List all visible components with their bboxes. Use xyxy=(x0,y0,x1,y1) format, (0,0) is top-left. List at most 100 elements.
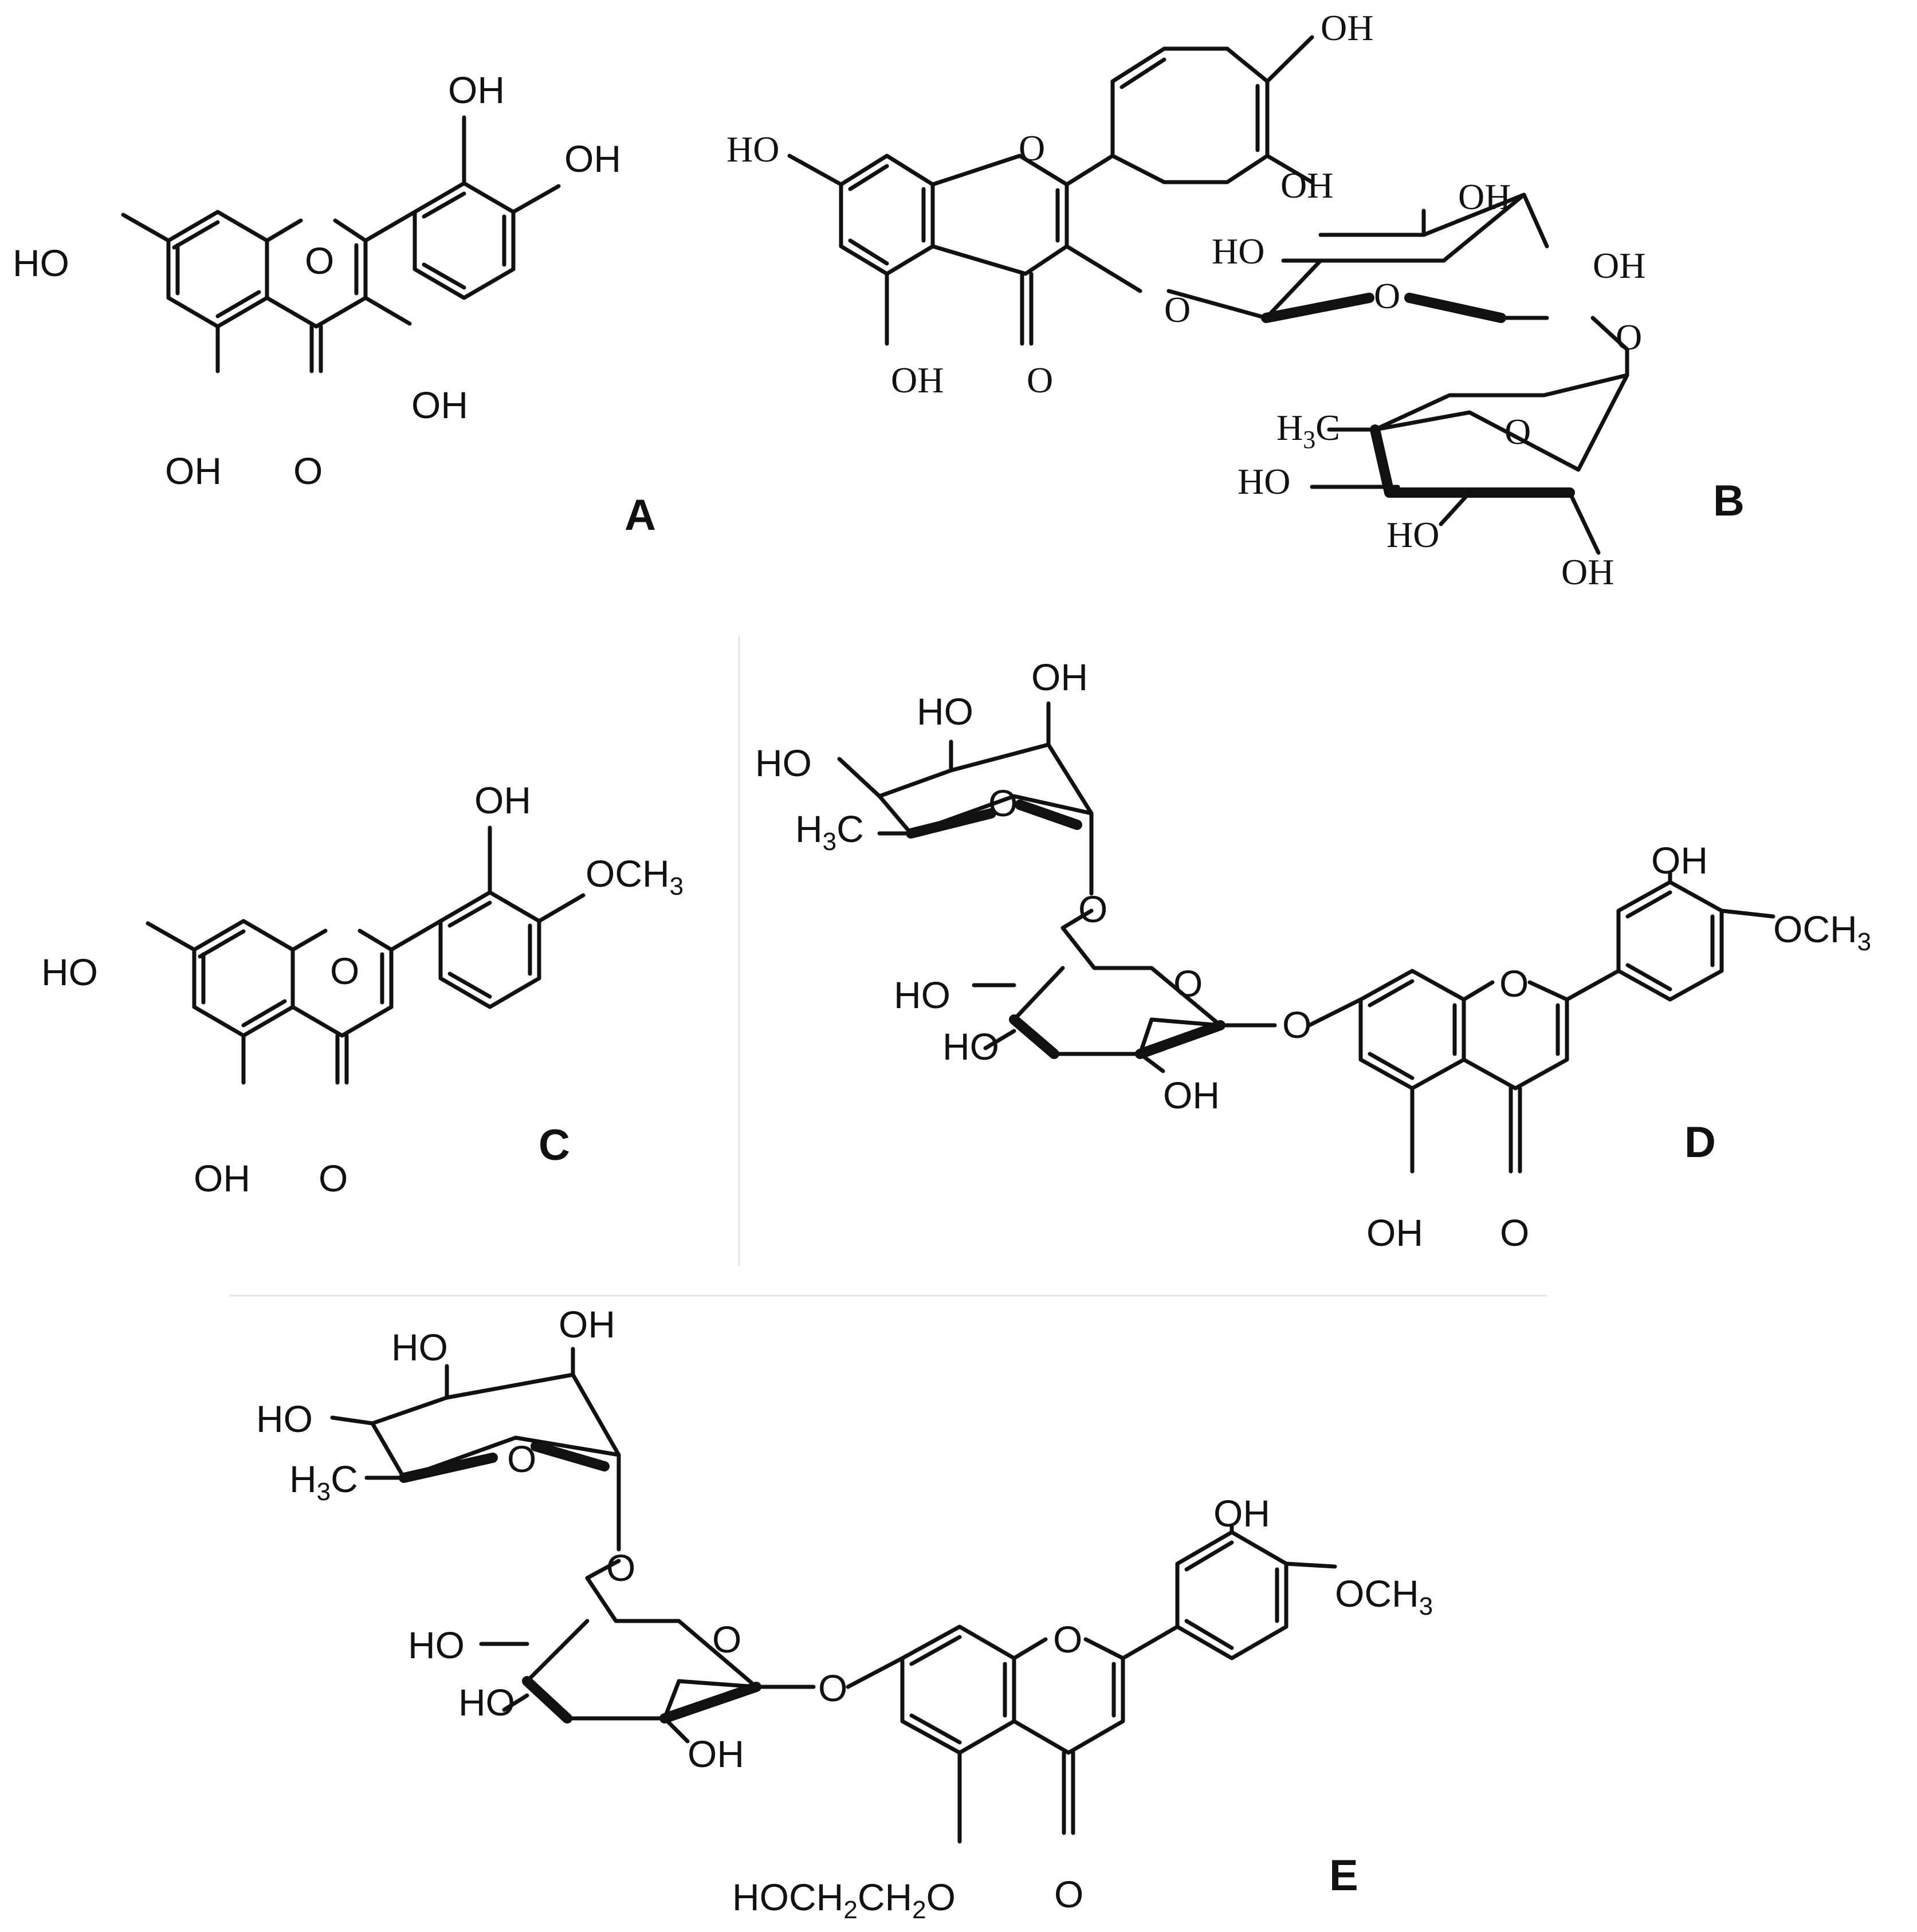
panel-label-a: A xyxy=(624,491,656,540)
structure-c-ring-b xyxy=(438,890,541,1009)
structure-a-atom-label: OH xyxy=(448,69,505,111)
structure-c-double-bond xyxy=(241,999,287,1028)
structure-b-bond xyxy=(1064,154,1115,187)
structure-d-atom-label: HO xyxy=(755,742,812,784)
structure-d-atom-label: H3C xyxy=(795,808,864,856)
structure-e-atom-label: HO xyxy=(458,1681,515,1724)
structure-d-double-bond xyxy=(1368,979,1415,1008)
structure-d-atom-label: O xyxy=(1282,1004,1311,1046)
structure-d-atom-label: HO xyxy=(917,690,973,733)
structure-b-ring-a xyxy=(839,154,935,276)
structure-b-double-bond xyxy=(848,164,889,191)
structure-b-atom-label: HO xyxy=(1238,461,1290,502)
structure-e-bond xyxy=(1121,1624,1180,1661)
structure-e-bond xyxy=(585,1559,621,1580)
structure-b-atom-label: O xyxy=(1374,276,1400,316)
structure-e-atom-label: OCH3 xyxy=(1335,1572,1433,1620)
structure-b-bond xyxy=(1522,192,1549,249)
structure-b-atom-label: HO xyxy=(726,129,779,170)
structure-a-bond xyxy=(363,296,412,326)
structure-a-ring-b xyxy=(413,181,516,300)
structure-e-atom-label: O xyxy=(1053,1618,1082,1661)
structure-d-bond xyxy=(837,757,882,798)
structure-c-atom-label: OCH3 xyxy=(586,852,683,900)
structure-e-atom-label: O xyxy=(507,1438,536,1480)
structure-e-double-bond xyxy=(1184,1540,1234,1572)
structure-a-atom-label: O xyxy=(305,239,334,282)
structure-b-atom-label: OH xyxy=(1280,165,1333,206)
structure-b-bond xyxy=(1590,316,1629,352)
structure-c-atom-label: O xyxy=(330,950,359,992)
structure-d-double-bond xyxy=(1368,1052,1415,1080)
structure-e-double-bond xyxy=(909,1713,962,1745)
structure-b-atom-label: O xyxy=(1027,360,1053,400)
structure-e-double-bond xyxy=(909,1635,962,1666)
structure-e-atom-label: O xyxy=(1054,1873,1083,1915)
structure-a-atom-label: OH xyxy=(411,384,468,426)
structure-d-bond xyxy=(1060,908,1094,930)
structure-e-atom-label: O xyxy=(606,1547,635,1589)
structure-e-bond xyxy=(330,1415,375,1426)
structure-d-atom-label: O xyxy=(1173,962,1203,1005)
structure-e-bond xyxy=(846,1656,905,1689)
structure-e-ring-a xyxy=(900,1624,1016,1755)
structure-a-atom-label: O xyxy=(293,450,323,492)
structure-d-atom-label: OH xyxy=(1366,1211,1423,1254)
structure-b-bond xyxy=(1568,490,1601,555)
structure-c-atom-label: OH xyxy=(474,779,531,821)
structure-b-double-bond xyxy=(848,238,889,266)
structure-e-atom-label: OH xyxy=(688,1733,744,1775)
structure-c-atom-label: OH xyxy=(194,1157,250,1199)
structure-a-atom-label: OH xyxy=(165,450,222,492)
structure-a-bond xyxy=(511,184,561,214)
structure-b-bond xyxy=(1265,35,1314,84)
structure-d-atom-label: OH xyxy=(1651,839,1708,882)
structure-a-ring-a xyxy=(166,210,269,329)
structure-a-double-bond xyxy=(422,262,466,290)
structure-e-glucose-wedge xyxy=(522,1676,572,1724)
structure-b-atom-label: O xyxy=(1019,128,1045,168)
structure-c-ring-a xyxy=(192,919,295,1038)
structure-e-atom-label: OH xyxy=(559,1303,615,1345)
structure-b-rhamnose-wedge xyxy=(1370,424,1394,498)
panel-label-d: D xyxy=(1684,1118,1716,1167)
structure-d-atom-label: O xyxy=(1499,962,1529,1005)
structure-c-atom-label: O xyxy=(319,1157,348,1199)
structure-d-ring-b xyxy=(1616,880,1724,1002)
structure-b-atom-label: OH xyxy=(1458,176,1511,217)
structure-d-atom-label: O xyxy=(1500,1211,1529,1254)
structure-e-atom-label: H3C xyxy=(289,1458,358,1506)
structure-b-ring-b xyxy=(1110,46,1270,184)
structure-e-bond xyxy=(502,1693,529,1712)
structure-b-atom-label: O xyxy=(1164,289,1191,330)
structure-e-glucose-wedge xyxy=(659,1682,761,1724)
structure-b-rhamnose-ring xyxy=(1373,373,1629,472)
structure-a-bond xyxy=(121,213,171,243)
structure-d-bond xyxy=(1719,908,1775,919)
structure-c-atom-label: HO xyxy=(41,951,98,993)
structure-d-atom-label: HO xyxy=(942,1025,999,1068)
structure-d-ring-a xyxy=(1358,969,1466,1091)
structure-d: OH HO HO H3C O O O HO HO OH O O OH OCH3 … xyxy=(755,656,1871,1254)
structure-d-rhamnose-wedge xyxy=(1015,800,1082,830)
structure-b-atom-label: H3C xyxy=(1276,407,1340,454)
structure-e-atom-label: HOCH2CH2O xyxy=(732,1876,956,1924)
structure-e: OH HO HO H3C O O O HO HO OH O O OH OCH3 … xyxy=(256,1303,1433,1924)
structure-e-atom-label: O xyxy=(712,1618,741,1661)
structure-e-rhamnose-wedge xyxy=(531,1441,610,1471)
structure-d-atom-label: HO xyxy=(894,974,950,1016)
structure-e-atom-label: O xyxy=(818,1667,847,1709)
structure-d-bond xyxy=(1307,997,1363,1028)
structure-b-bond xyxy=(1265,154,1314,184)
structure-c-bond xyxy=(146,921,197,952)
structure-d-ring-c xyxy=(1462,980,1569,1091)
structure-c-double-bond xyxy=(447,900,492,928)
structure-d-atom-label: OCH3 xyxy=(1773,908,1871,956)
panel-label-e: E xyxy=(1329,1851,1358,1900)
structure-b-atom-label: OH xyxy=(1321,7,1373,48)
structure-b-bond xyxy=(1439,490,1472,526)
structure-d-atom-label: O xyxy=(988,782,1018,824)
structure-e-ring-b xyxy=(1175,1530,1289,1661)
structure-d-double-bond xyxy=(1625,890,1672,919)
